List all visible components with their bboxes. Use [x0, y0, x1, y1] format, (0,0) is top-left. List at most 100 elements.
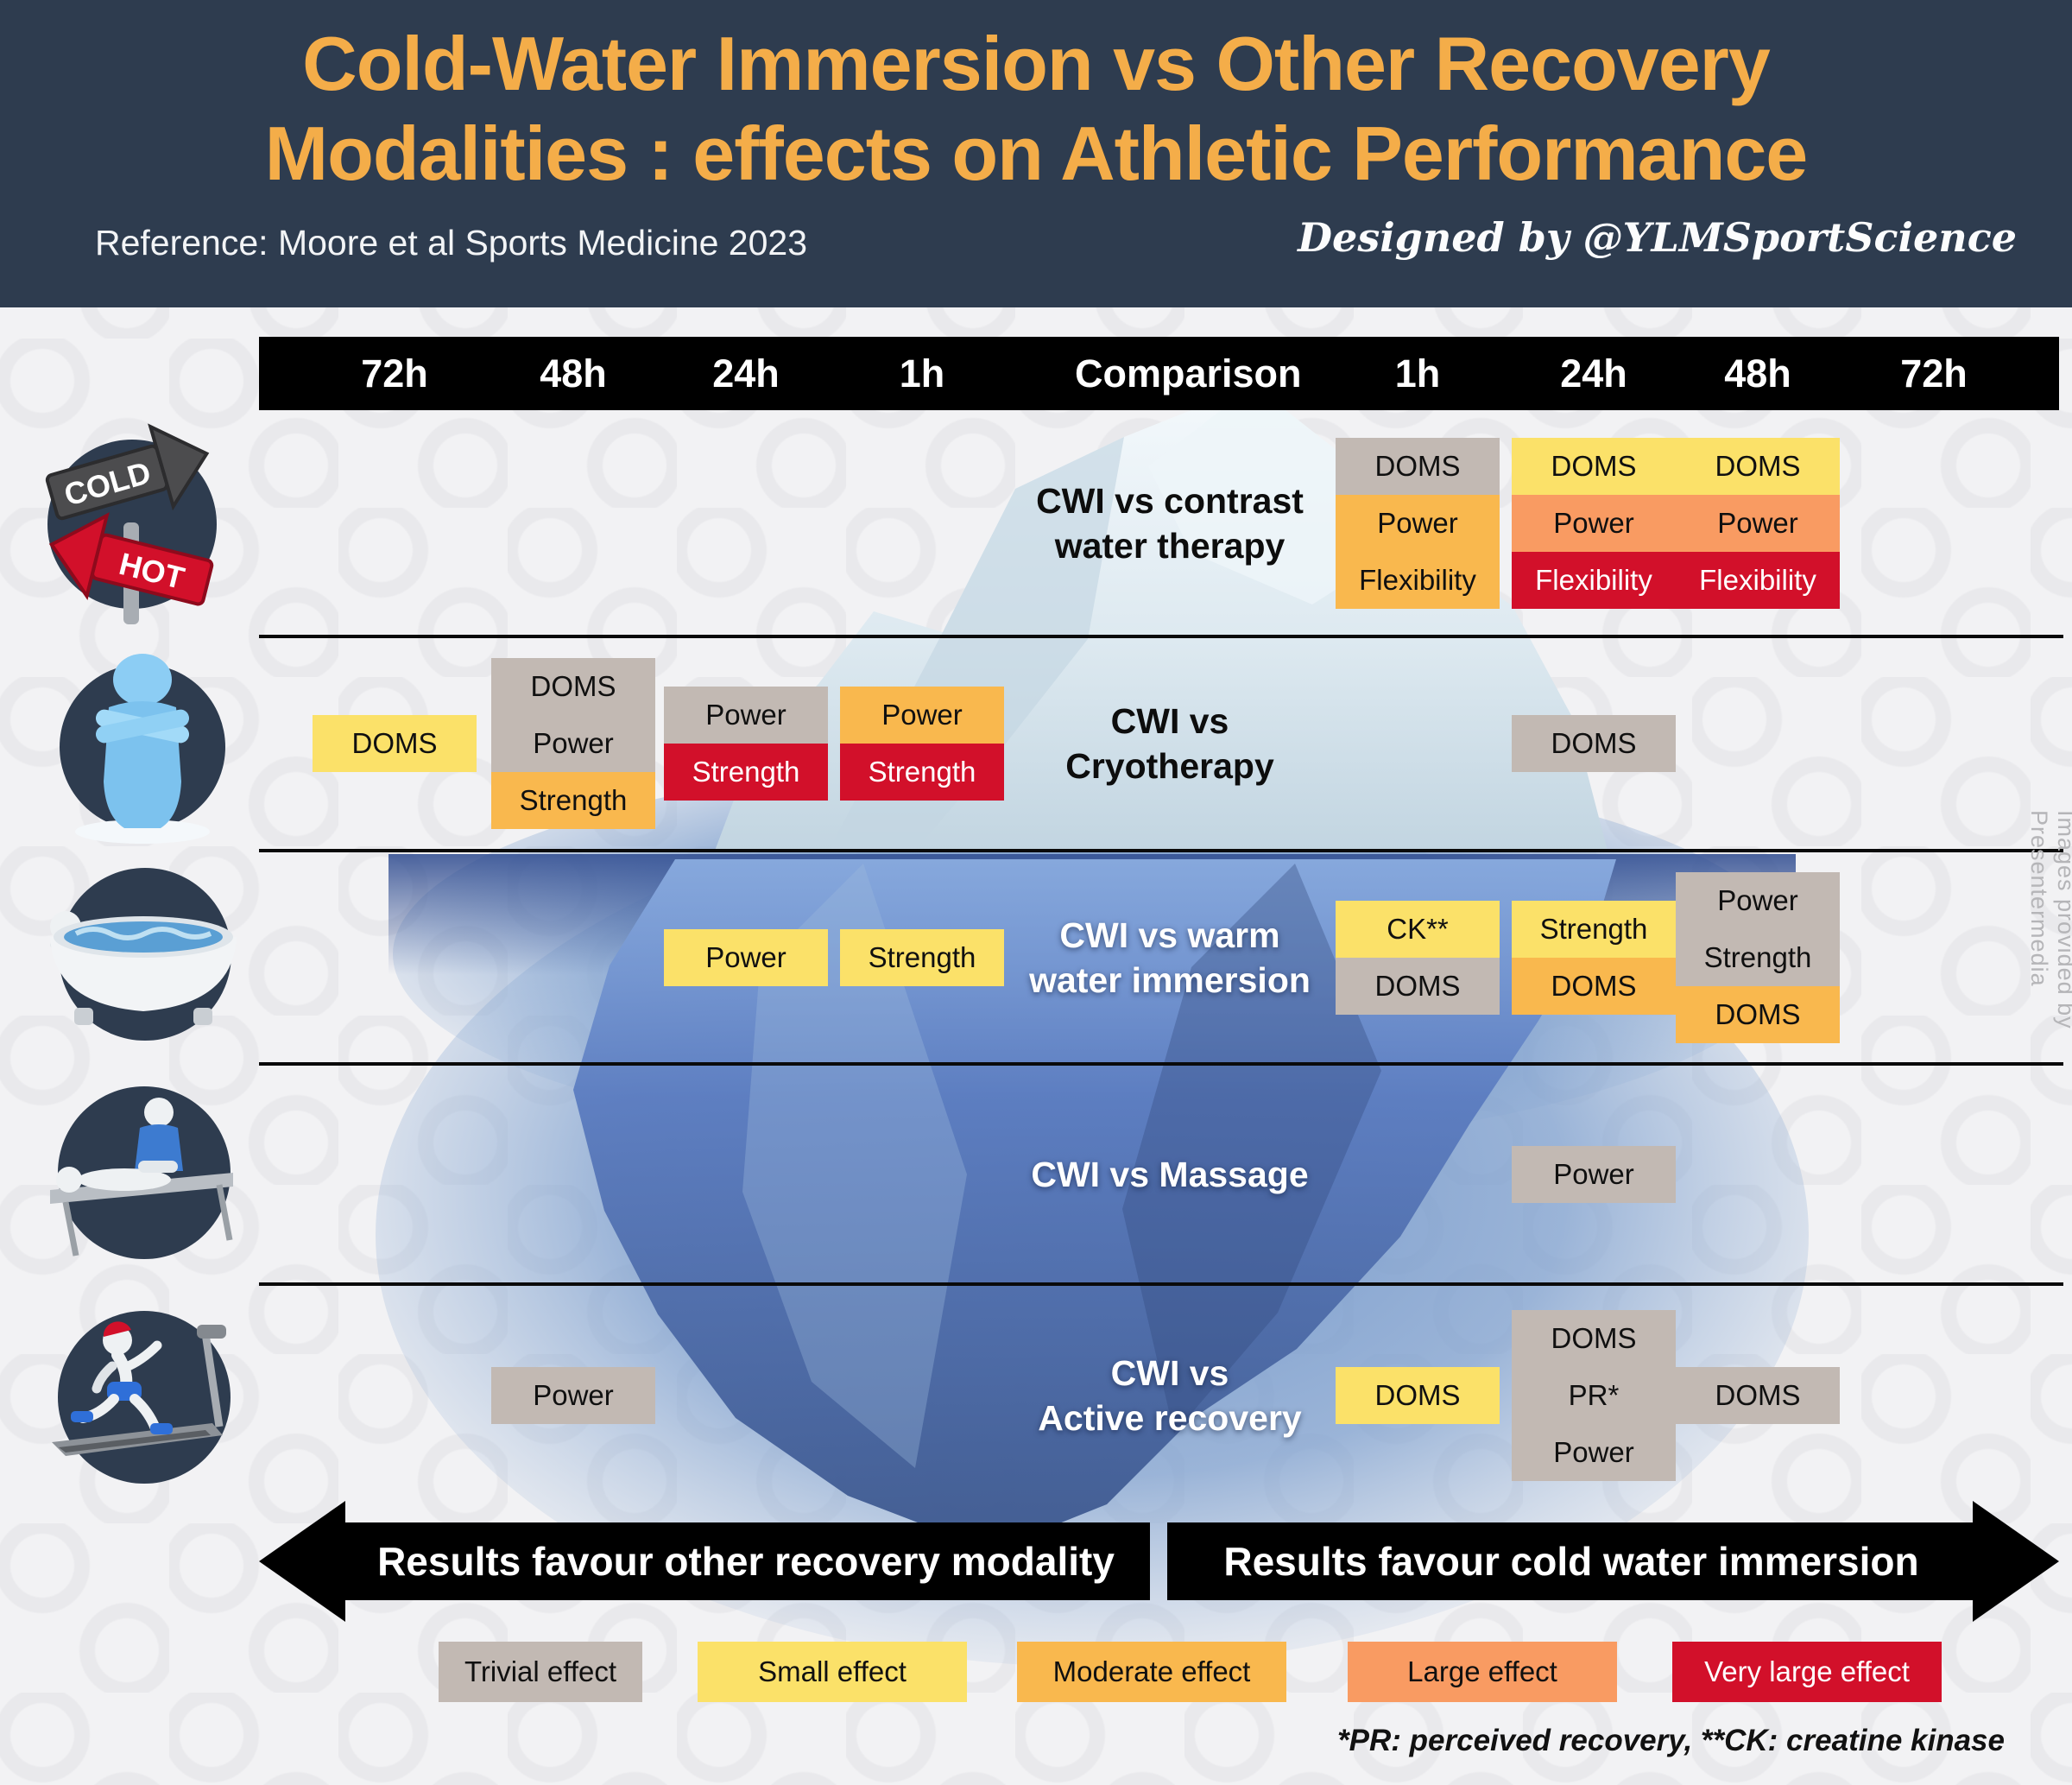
effect-block-small: DOMS — [1336, 1367, 1500, 1424]
effect-block-small: Strength — [840, 928, 1004, 986]
row-divider — [259, 1062, 2063, 1066]
effect-item: Strength — [692, 756, 800, 788]
effect-block-very_large: Strength — [840, 744, 1004, 801]
effect-block-trivial: DOMS — [1676, 1367, 1840, 1424]
effect-item: Power — [1377, 507, 1458, 539]
row-divider — [259, 849, 2063, 852]
effect-block-small: DOMS — [1512, 438, 1676, 495]
effect-block-trivial: Power — [1512, 1145, 1676, 1203]
legend-item-small: Small effect — [698, 1642, 967, 1702]
column-header-72h-0: 72h — [361, 351, 428, 396]
effect-item: DOMS — [1374, 450, 1461, 482]
effect-badge-stack: DOMS — [1336, 1367, 1500, 1424]
comparison-label-line: CWI vs — [1110, 1353, 1229, 1393]
effect-block-trivial: Power — [491, 1367, 655, 1424]
effect-block-trivial: DOMS — [1512, 715, 1676, 772]
effect-item: Power — [1553, 507, 1634, 539]
comparison-label-line: CWI vs contrast — [1036, 481, 1304, 521]
effect-block-moderate: Strength — [491, 772, 655, 829]
page-title-line1: Cold-Water Immersion vs Other Recovery — [302, 21, 1771, 106]
effect-block-small: CK** — [1336, 900, 1500, 958]
legend-item-moderate: Moderate effect — [1017, 1642, 1286, 1702]
effect-item: Strength — [868, 940, 976, 973]
effect-item: CK** — [1387, 912, 1449, 945]
legend-item-trivial: Trivial effect — [439, 1642, 642, 1702]
left-arrow-label: Results favour other recovery modality — [377, 1539, 1115, 1584]
effect-badge-stack: CK** DOMS — [1336, 900, 1500, 1015]
column-header-24h-6: 24h — [1560, 351, 1627, 396]
effect-block-small: DOMS — [313, 715, 477, 772]
effect-item: DOMS — [1551, 1322, 1637, 1354]
effect-item: DOMS — [1715, 1379, 1801, 1411]
header: Cold-Water Immersion vs Other Recovery M… — [0, 0, 2072, 307]
effect-item: DOMS — [1374, 969, 1461, 1002]
column-header-24h-2: 24h — [712, 351, 780, 396]
right-arrow-banner: Results favour cold water immersion — [1167, 1522, 1975, 1600]
column-header-comparison-4: Comparison — [1075, 351, 1302, 396]
effect-item: DOMS — [1551, 450, 1637, 482]
effect-item: DOMS — [1551, 969, 1637, 1002]
effect-block-large: Power — [1676, 495, 1840, 552]
effect-block-trivial: DOMS — [1336, 957, 1500, 1015]
right-arrow-label: Results favour cold water immersion — [1223, 1539, 1919, 1584]
effect-item: Flexibility — [1535, 564, 1652, 596]
page-title-line2: Modalities : effects on Athletic Perform… — [264, 111, 1808, 196]
cryotherapy-figure-icon — [35, 635, 250, 855]
effect-item: Strength — [1703, 940, 1812, 973]
effect-block-large: Power — [1512, 495, 1676, 552]
effect-item: Flexibility — [1699, 564, 1816, 596]
effect-item: DOMS — [1715, 450, 1801, 482]
row-divider — [259, 1282, 2063, 1286]
effect-item: Power — [533, 727, 614, 759]
comparison-label-line: CWI vs Massage — [1031, 1154, 1309, 1194]
comparison-label-line: Cryotherapy — [1065, 746, 1274, 786]
treadmill-runner-icon — [28, 1288, 256, 1509]
effect-item: Power — [705, 940, 786, 973]
warm-water-bath-icon — [24, 851, 262, 1067]
effect-item: Power — [1717, 507, 1798, 539]
footnote: *PR: perceived recovery, **CK: creatine … — [1337, 1724, 2005, 1757]
effect-item: Power — [533, 1379, 614, 1411]
effect-block-trivial: Power — [664, 687, 828, 744]
effect-badge-stack: Strength — [840, 928, 1004, 986]
row-divider — [259, 635, 2063, 638]
effect-item: Power — [1553, 1436, 1634, 1468]
watermark: Images provided by Presentermedia — [2026, 810, 2072, 1029]
legend-item-large: Large effect — [1348, 1642, 1617, 1702]
effect-badge-stack: Power — [1512, 1145, 1676, 1203]
comparison-label: CWI vs Active recovery — [885, 1351, 1455, 1440]
effect-block-moderate: Power — [840, 687, 1004, 744]
comparison-label-line: water immersion — [1029, 959, 1311, 1000]
effect-badge-stack: Power — [491, 1367, 655, 1424]
effect-block-trivial: DOMS Power — [491, 658, 655, 772]
effect-block-moderate: DOMS — [1512, 957, 1676, 1015]
effect-item: Power — [705, 699, 786, 731]
effect-block-very_large: Strength — [664, 744, 828, 801]
effect-item: DOMS — [530, 670, 616, 702]
comparison-label-line: Active recovery — [1038, 1398, 1302, 1438]
comparison-label-line: CWI vs warm — [1059, 915, 1280, 955]
column-header-48h-7: 48h — [1724, 351, 1791, 396]
effect-block-small: Strength — [1512, 900, 1676, 958]
massage-table-icon — [28, 1071, 256, 1282]
comparison-label: CWI vs Massage — [885, 1152, 1455, 1197]
effect-item: Power — [1717, 883, 1798, 916]
effect-item: Power — [881, 699, 963, 731]
legend-item-very_large: Very large effect — [1672, 1642, 1942, 1702]
cold-hot-sign-icon: COLD HOT — [22, 393, 237, 656]
effect-badge-stack: DOMS — [313, 715, 477, 772]
effect-badge-stack: DOMS — [1676, 1367, 1840, 1424]
effect-block-very_large: Flexibility — [1512, 552, 1676, 609]
